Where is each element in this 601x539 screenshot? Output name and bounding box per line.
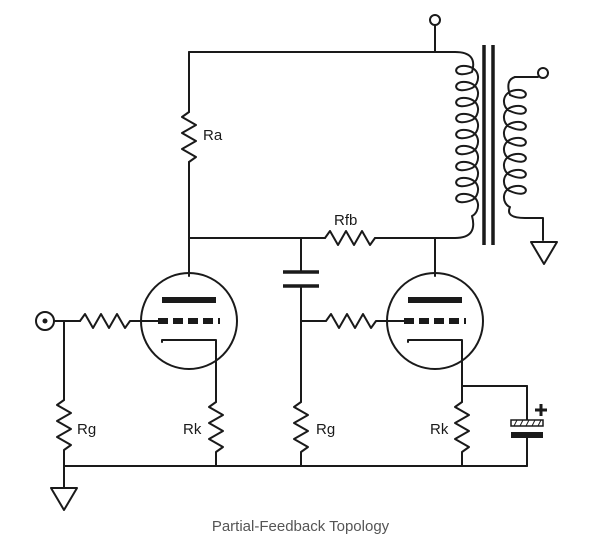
- feedback-wires: [188, 237, 456, 277]
- label-rg-left: Rg: [77, 421, 96, 438]
- diagram-caption: Partial-Feedback Topology: [211, 518, 390, 535]
- ground-icon-input: [50, 487, 78, 511]
- resistor-ra: [181, 111, 197, 163]
- resistor-grid-stopper-right: [300, 313, 405, 329]
- b-plus-terminal: [429, 14, 441, 26]
- top-wires: [188, 24, 456, 277]
- transformer-core: [482, 45, 495, 245]
- plus-icon: [535, 404, 547, 416]
- resistor-rk-left: [208, 401, 224, 467]
- transformer-secondary-coil: [503, 76, 544, 241]
- input-jack-icon: [35, 311, 55, 331]
- label-rfb: Rfb: [334, 212, 357, 229]
- resistor-rfb: [324, 230, 376, 246]
- resistor-rg-left: [56, 399, 72, 467]
- label-rg-mid: Rg: [316, 421, 335, 438]
- tube-right: [386, 272, 484, 370]
- label-rk-right: Rk: [430, 421, 449, 438]
- transformer-primary-coil: [454, 51, 479, 239]
- resistor-grid-stopper-left: [79, 313, 159, 329]
- resistor-rg-mid: [293, 401, 309, 467]
- resistor-rk-right: [454, 401, 470, 467]
- tube-left: [140, 272, 238, 370]
- label-rk-left: Rk: [183, 421, 202, 438]
- output-terminal: [537, 67, 549, 79]
- ground-icon-output: [530, 241, 558, 265]
- label-ra: Ra: [203, 127, 223, 144]
- bypass-capacitor: [510, 419, 544, 438]
- coupling-capacitor: [283, 270, 319, 288]
